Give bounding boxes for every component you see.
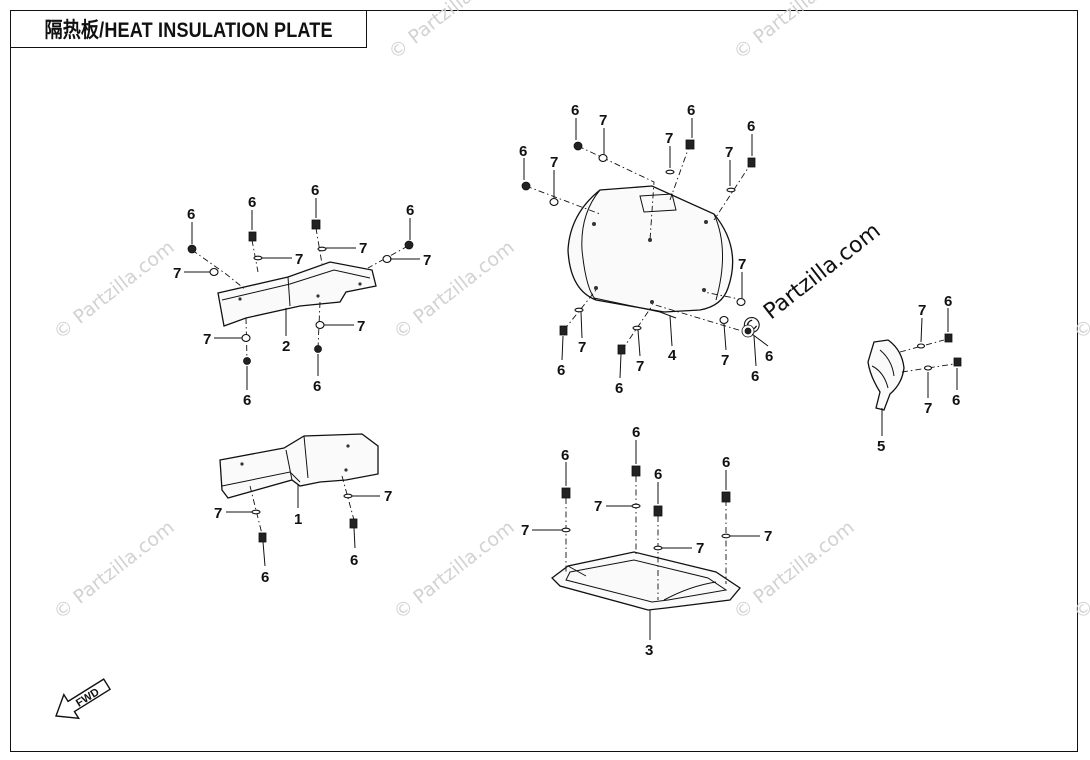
- callout-washer: 7: [295, 251, 303, 268]
- callout-washer: 7: [924, 400, 932, 417]
- callout-washer: 7: [214, 505, 222, 522]
- callout-washer: 7: [696, 540, 704, 557]
- callout-washer: 7: [578, 339, 586, 356]
- watermark: © Partzilla.com: [390, 236, 519, 344]
- callout-washer: 7: [384, 488, 392, 505]
- callout-part-5: 5: [877, 438, 885, 455]
- callout-washer: 7: [725, 144, 733, 161]
- callout-bolt: 6: [751, 368, 759, 385]
- part-3-tray: [532, 440, 760, 640]
- part-4-labels: 4 6 7 6 7 7 6 7 6 7 7 6 6 7 6 7 6: [519, 102, 773, 397]
- callout-bolt: 6: [311, 182, 319, 199]
- part-3-labels: 3 6 6 6 6 7 7 7 7: [521, 424, 772, 659]
- callout-bolt: 6: [722, 454, 730, 471]
- callout-part-1: 1: [294, 511, 302, 528]
- callout-bolt: 6: [561, 447, 569, 464]
- callout-part-2: 2: [282, 338, 290, 355]
- callout-washer: 7: [550, 154, 558, 171]
- callout-washer: 7: [357, 318, 365, 335]
- callout-bolt: 6: [187, 206, 195, 223]
- callout-bolt: 6: [747, 118, 755, 135]
- callout-bolt: 6: [765, 348, 773, 365]
- page-title: 隔热板/HEAT INSULATION PLATE: [44, 19, 333, 42]
- callout-bolt: 6: [632, 424, 640, 441]
- part-5-labels: 5 7 6 7 6: [877, 293, 960, 455]
- callout-washer: 7: [594, 498, 602, 515]
- callout-bolt: 6: [557, 362, 565, 379]
- callout-bolt: 6: [350, 552, 358, 569]
- callout-bolt: 6: [615, 380, 623, 397]
- callout-part-4: 4: [668, 347, 677, 364]
- part-1-plate: [219, 433, 380, 567]
- callout-washer: 7: [423, 252, 431, 269]
- callout-washer: 7: [738, 256, 746, 273]
- fwd-arrow-icon: FWD: [55, 678, 112, 720]
- callout-washer: 7: [636, 358, 644, 375]
- callout-part-3: 3: [645, 642, 653, 659]
- watermark: © Partzilla.com: [50, 236, 179, 344]
- callout-washer: 7: [918, 302, 926, 319]
- watermark: © Partzilla.com: [730, 516, 859, 624]
- part-5-shield: [867, 308, 962, 436]
- callout-bolt: 6: [261, 569, 269, 586]
- part-1-labels: 1 7 7 6 6: [214, 488, 392, 586]
- callout-washer: 7: [359, 240, 367, 257]
- callout-washer: 7: [764, 528, 772, 545]
- callout-washer: 7: [203, 331, 211, 348]
- watermark: © Partzilla.com: [1070, 516, 1090, 624]
- callout-bolt: 6: [687, 102, 695, 119]
- callout-bolt: 6: [406, 202, 414, 219]
- callout-bolt: 6: [313, 378, 321, 395]
- callout-washer: 7: [599, 112, 607, 129]
- callout-washer: 7: [721, 352, 729, 369]
- callout-washer: 7: [521, 522, 529, 539]
- watermark: © Partzilla.com: [50, 516, 179, 624]
- callout-bolt: 6: [571, 102, 579, 119]
- part-4-shield: [521, 118, 769, 379]
- callout-bolt: 6: [243, 392, 251, 409]
- callout-bolt: 6: [952, 392, 960, 409]
- callout-bolt: 6: [654, 466, 662, 483]
- part-2-labels: 2 6 6 6 6 6 6 7 7 7 7 7 7: [173, 182, 431, 409]
- watermark: © Partzilla.com: [1070, 236, 1090, 344]
- callout-washer: 7: [665, 130, 673, 147]
- callout-bolt: 6: [944, 293, 952, 310]
- watermark-main: © Partzilla.com: [736, 219, 885, 343]
- diagram-frame: [10, 10, 1078, 752]
- callout-washer: 7: [173, 265, 181, 282]
- watermark: © Partzilla.com: [390, 516, 519, 624]
- part-2-plate: [184, 198, 420, 390]
- title-box: 隔热板/HEAT INSULATION PLATE: [10, 10, 367, 48]
- watermark: © Partzilla.com: [730, 0, 859, 64]
- watermark: © Partzilla.com: [385, 0, 514, 64]
- callout-bolt: 6: [248, 194, 256, 211]
- callout-bolt: 6: [519, 143, 527, 160]
